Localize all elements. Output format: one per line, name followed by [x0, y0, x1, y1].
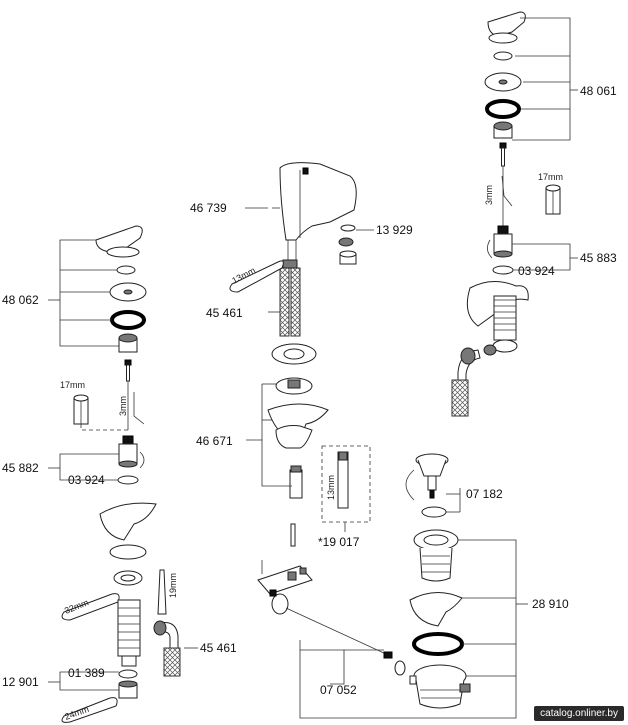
tool-label-17-left: 17mm: [60, 380, 85, 390]
label-pop-head: 07 182: [466, 487, 503, 501]
hex-socket-right: [545, 184, 561, 215]
label-oring-left: 03 924: [68, 473, 105, 487]
right-handle-assembly: 3mm 17mm: [451, 11, 578, 417]
nut-bottom-left: [118, 680, 138, 699]
socket-tool-19017: [321, 445, 371, 523]
waste-assembly: [257, 453, 528, 719]
o-ring-small-right: [492, 265, 514, 275]
screw-right: [499, 142, 507, 167]
spout-assembly: 13mm 13mm: [229, 162, 374, 547]
cover-disc-left: [109, 282, 147, 302]
cartridge-left: [118, 435, 138, 468]
threaded-stud: [289, 465, 303, 499]
aerator-parts: [338, 224, 357, 265]
waste-body: [413, 664, 471, 709]
hex-key-left: [133, 392, 145, 425]
deck-left: [99, 502, 157, 541]
cap-ring-right: [493, 51, 513, 61]
hex-key-right: [501, 175, 513, 207]
label-cartridge-right: 45 883: [580, 251, 617, 265]
lever-handle-left: [95, 225, 143, 258]
label-handle-right: 48 061: [580, 84, 617, 98]
waste-gasket: [412, 632, 464, 656]
tool-label-socket-13: 13mm: [326, 475, 336, 500]
wrench-24: [61, 697, 118, 723]
cartridge-right: [493, 225, 513, 258]
cover-disc-right: [484, 72, 522, 92]
lift-rod-linkage: [257, 565, 417, 685]
wrench-13-center: [229, 260, 284, 293]
label-lever: 07 052: [320, 683, 357, 697]
spout-body: [272, 162, 357, 241]
watermark: catalog.onliner.by: [534, 706, 624, 721]
label-body-left: 12 901: [2, 675, 39, 689]
valve-body-right: [483, 295, 518, 356]
adapter-right: [493, 121, 513, 139]
lever-handle-right: [487, 11, 526, 44]
pin-center: [290, 523, 296, 547]
label-spout: 46 739: [190, 201, 227, 215]
label-cartridge-left: 45 882: [2, 461, 39, 475]
label-mount-kit: 46 671: [196, 434, 233, 448]
supply-hoses-center: [279, 240, 301, 337]
label-handle-left: 48 062: [2, 293, 39, 307]
screw-left: [124, 359, 132, 382]
label-waste: 28 910: [532, 597, 569, 611]
label-aerator: 13 929: [376, 223, 413, 237]
label-seal-left: 01 389: [68, 666, 105, 680]
pop-up-seal: [421, 506, 447, 518]
mount-ring: [271, 343, 317, 365]
valve-body-left: [117, 599, 141, 667]
nut-left: [113, 570, 143, 586]
mount-washer: [275, 377, 313, 395]
label-hose-left: 45 461: [200, 641, 237, 655]
o-ring-right: [485, 99, 521, 119]
tool-label-hex-3-left: 3mm: [118, 396, 128, 416]
label-oring-right: 03 924: [518, 264, 555, 278]
wrench-19: [157, 569, 167, 615]
adapter-left: [118, 333, 138, 353]
o-ring-left: [110, 310, 146, 330]
waste-flange: [413, 529, 459, 582]
deck-waste: [409, 592, 463, 627]
hose-left: [153, 620, 181, 677]
tool-label-hex-3-right: 3mm: [484, 185, 494, 205]
label-spare-tool: *19 017: [318, 535, 360, 549]
tool-label-17-right: 17mm: [538, 172, 563, 182]
o-ring-small-left: [117, 475, 139, 485]
pop-up-head: [415, 453, 449, 499]
left-handle-assembly: 3mm 17mm 32mm 19mm: [48, 225, 198, 723]
clamp-plate: [275, 425, 313, 449]
tool-label-19: 19mm: [168, 573, 178, 598]
seal-left: [118, 669, 138, 679]
label-hose-center: 45 461: [206, 306, 243, 320]
gasket-left: [109, 544, 147, 560]
cap-ring-left: [116, 265, 136, 275]
hex-socket-left: [73, 394, 89, 425]
hose-right: [451, 347, 481, 417]
